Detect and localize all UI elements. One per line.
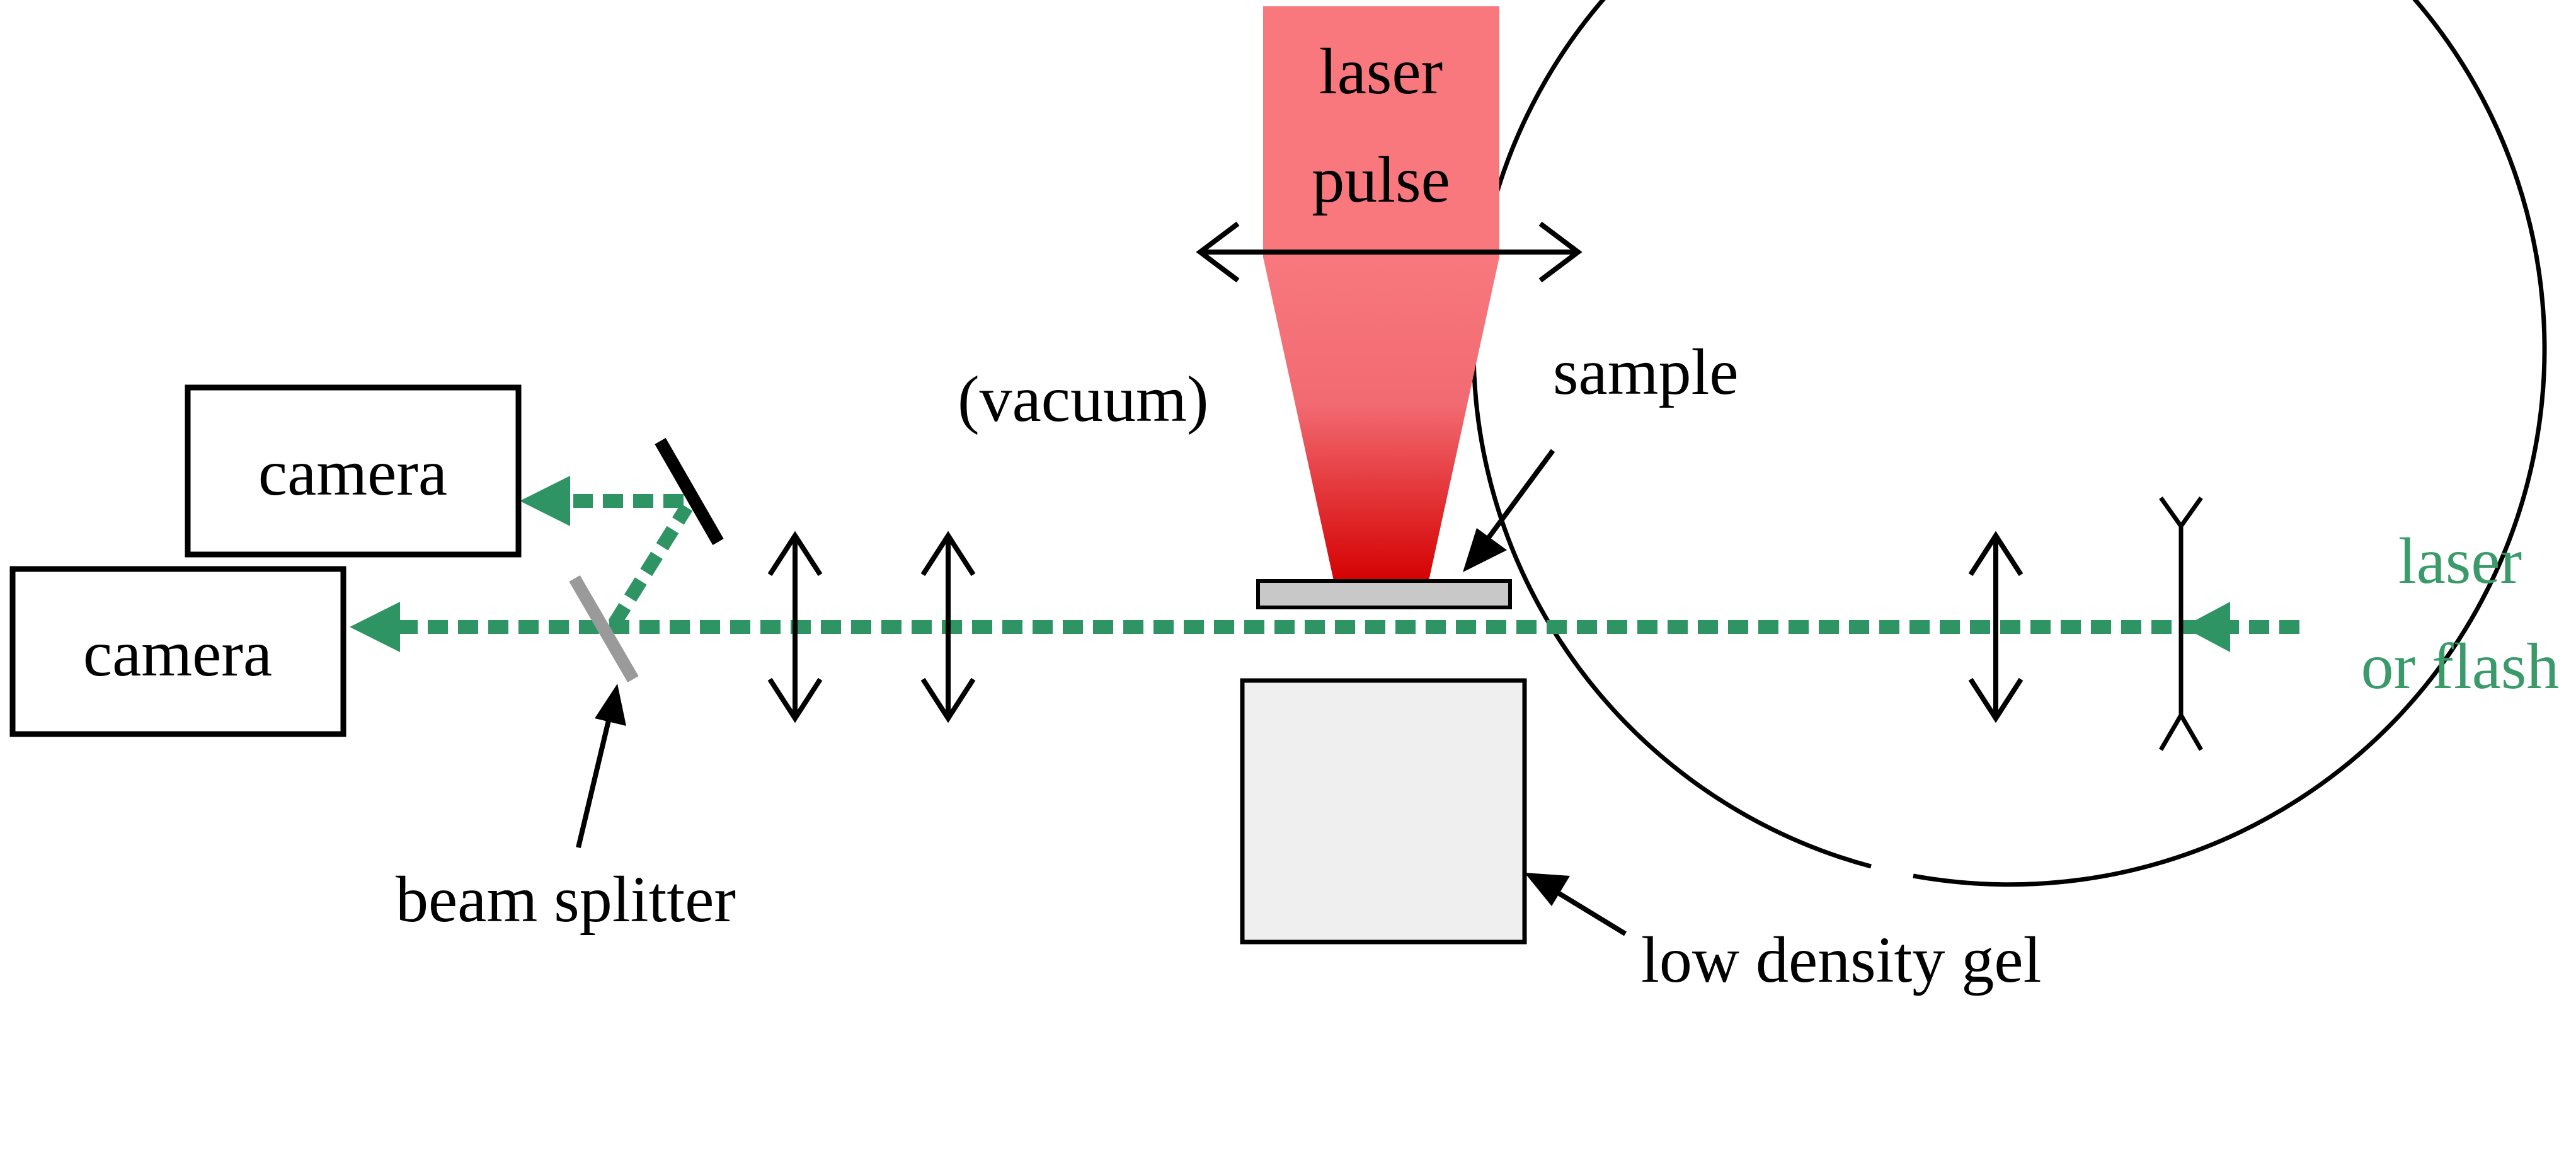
low-density-gel-block xyxy=(1240,678,1527,945)
converging-lens-right xyxy=(1968,531,2024,723)
camera-bottom xyxy=(9,566,346,737)
scan-direction-double-arrow xyxy=(1196,221,1583,283)
laser-pulse-beam-focus xyxy=(1263,257,1499,583)
sample-pointer-arrow xyxy=(1463,449,1555,572)
laser-pulse-beam-upper xyxy=(1263,6,1499,258)
source-label-line2: or flash xyxy=(2361,630,2560,703)
converging-lens-left xyxy=(767,531,823,723)
vacuum-chamber-outline xyxy=(1471,0,2547,887)
beam-splitter xyxy=(569,575,639,683)
camera-bottom-label: camera xyxy=(83,618,272,690)
probe-beam-arrowhead-camera-bottom xyxy=(350,602,400,652)
gel-pointer-arrow xyxy=(1525,873,1627,936)
beam-splitter-label: beam splitter xyxy=(396,863,736,936)
probe-beam xyxy=(394,494,2299,634)
beam-splitter-pointer-arrow xyxy=(576,684,626,848)
converging-lens-chamber-window xyxy=(920,531,976,723)
laser-pulse-label-line2: pulse xyxy=(1312,144,1450,216)
source-label-line1: laser xyxy=(2398,525,2522,597)
low-density-gel-label: low density gel xyxy=(1641,924,2041,996)
laser-pulse-label-line1: laser xyxy=(1319,35,1443,108)
camera-top xyxy=(185,384,522,558)
sample xyxy=(1256,579,1512,609)
sample-label: sample xyxy=(1553,336,1739,408)
camera-top-label: camera xyxy=(258,437,447,509)
diverging-lens xyxy=(2158,496,2204,751)
vacuum-label: (vacuum) xyxy=(958,363,1208,435)
mirror xyxy=(655,438,724,545)
probe-beam-arrowhead-source xyxy=(2183,602,2230,652)
probe-beam-arrowhead-camera-top xyxy=(520,476,570,526)
